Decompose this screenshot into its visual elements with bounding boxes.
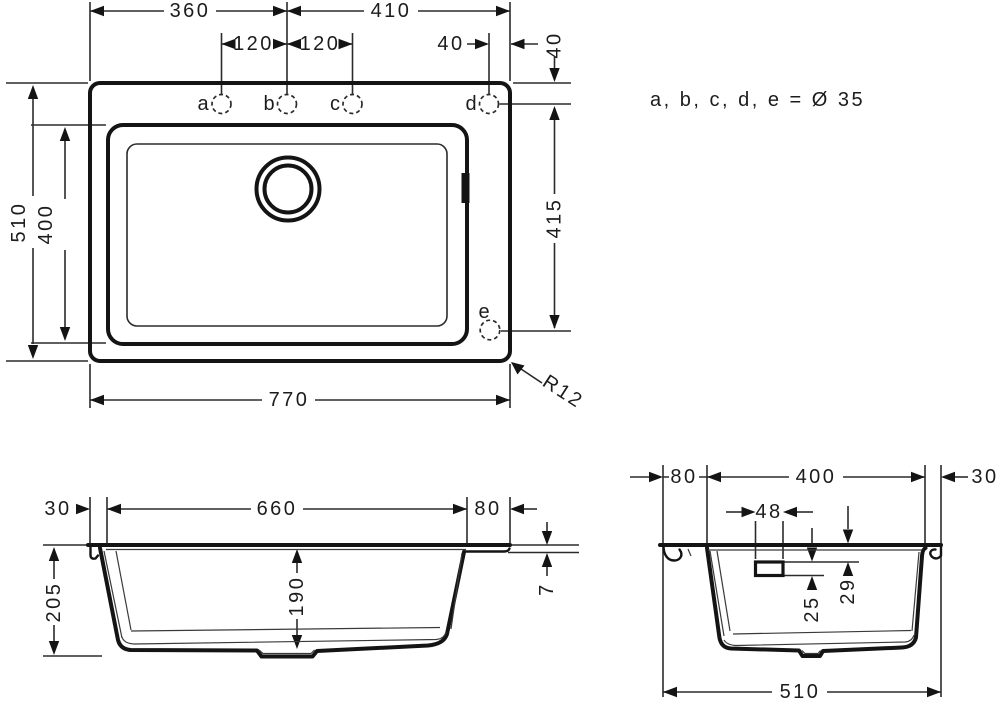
side-right-rim-edge [929, 543, 943, 560]
corner-radius-label: R12 [538, 371, 587, 414]
hole-label-e: e [478, 301, 489, 323]
dim-label-7: 7 [536, 582, 558, 596]
dim-label-40-d: 40 [437, 33, 464, 55]
bowl-outline [106, 123, 469, 346]
dim-label-415: 415 [544, 198, 566, 239]
dim-label-360: 360 [170, 0, 211, 22]
dim-label-120-ab: 120 [233, 33, 274, 55]
dim-label-80: 80 [474, 498, 501, 520]
hole-label-b: b [263, 93, 274, 115]
side-section-view: 80 400 30 48 29 25 510 [630, 465, 998, 703]
dim-label-side-30: 30 [971, 466, 998, 488]
hole-label-a: a [197, 93, 209, 115]
dim-label-side-80: 80 [670, 466, 697, 488]
dim-label-190: 190 [286, 576, 308, 617]
side-left-rim-edge [662, 544, 683, 562]
dim-label-29: 29 [837, 577, 859, 604]
front-section-view: 30 660 80 205 190 7 [43, 497, 579, 659]
hole-label-c: c [330, 93, 340, 115]
front-right-rim-underside [463, 547, 511, 553]
dim-label-400: 400 [35, 204, 57, 245]
front-bowl-profile [98, 546, 466, 659]
dim-label-40-top: 40 [544, 31, 566, 58]
hole-diameter-note: a, b, c, d, e = Ø 35 [650, 89, 865, 111]
tap-hole-b [276, 93, 298, 115]
dim-label-25: 25 [801, 595, 823, 622]
hole-label-d: d [465, 93, 476, 115]
dim-label-770: 770 [269, 389, 310, 411]
dim-label-side-510: 510 [780, 681, 821, 703]
dim-label-30: 30 [44, 498, 71, 520]
tap-hole-d [478, 93, 500, 115]
dim-label-48: 48 [755, 501, 782, 523]
tap-hole-e [479, 319, 501, 341]
sink-outline [88, 81, 512, 363]
dim-label-205: 205 [43, 582, 65, 623]
front-left-rim-edge [89, 545, 100, 560]
drain-inner-ring [262, 163, 314, 215]
bowl-bottom-outline [126, 143, 448, 327]
dim-label-660: 660 [257, 498, 298, 520]
side-bowl-profile [705, 546, 928, 658]
dim-label-510: 510 [8, 202, 30, 243]
tap-hole-c [342, 93, 363, 115]
dim-label-side-400: 400 [796, 466, 837, 488]
overflow-slot-section [753, 560, 785, 578]
top-plan-view: 360 410 120 120 40 40 415 510 400 770 R1… [6, 0, 588, 413]
tap-hole-a [211, 93, 232, 115]
drain-outer-ring [254, 155, 322, 223]
dim-label-410: 410 [371, 0, 412, 22]
dim-label-120-bc: 120 [300, 33, 341, 55]
overflow-slot-plan [461, 173, 470, 203]
